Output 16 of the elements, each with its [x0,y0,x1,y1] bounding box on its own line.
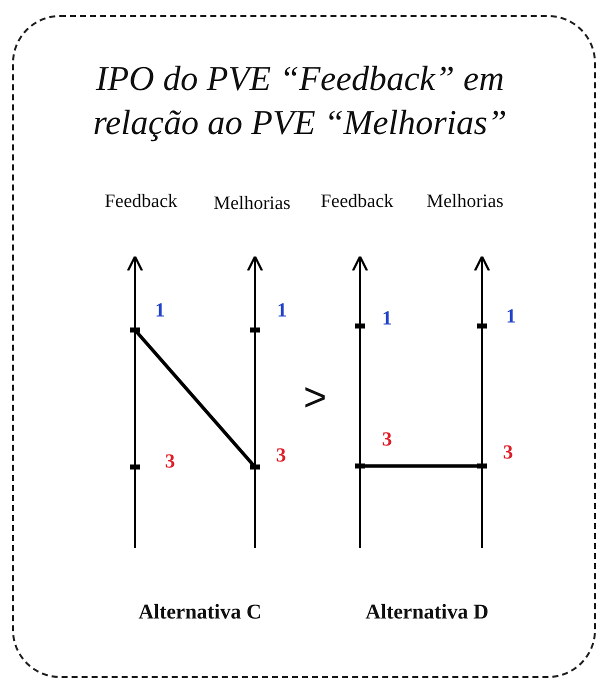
column-label: Feedback [320,191,394,213]
rank-number: 1 [277,300,287,322]
column-label: Melhorias [213,193,291,215]
rank-number: 3 [276,444,286,468]
title: IPO do PVE “Feedback” em relação ao PVE “Melhorias” [92,58,508,144]
alternative-caption: Alternativa D [365,600,489,624]
rank-number: 1 [506,306,516,328]
alternative-caption: Alternativa C [138,600,262,624]
comparison-sign: > [303,376,327,420]
rank-number: 3 [165,450,175,474]
column-label: Melhorias [426,191,504,213]
rank-number: 1 [155,300,165,322]
rank-number: 3 [503,442,513,464]
column-label: Feedback [104,191,178,213]
rank-number: 1 [382,308,392,330]
rank-number: 3 [382,428,392,452]
